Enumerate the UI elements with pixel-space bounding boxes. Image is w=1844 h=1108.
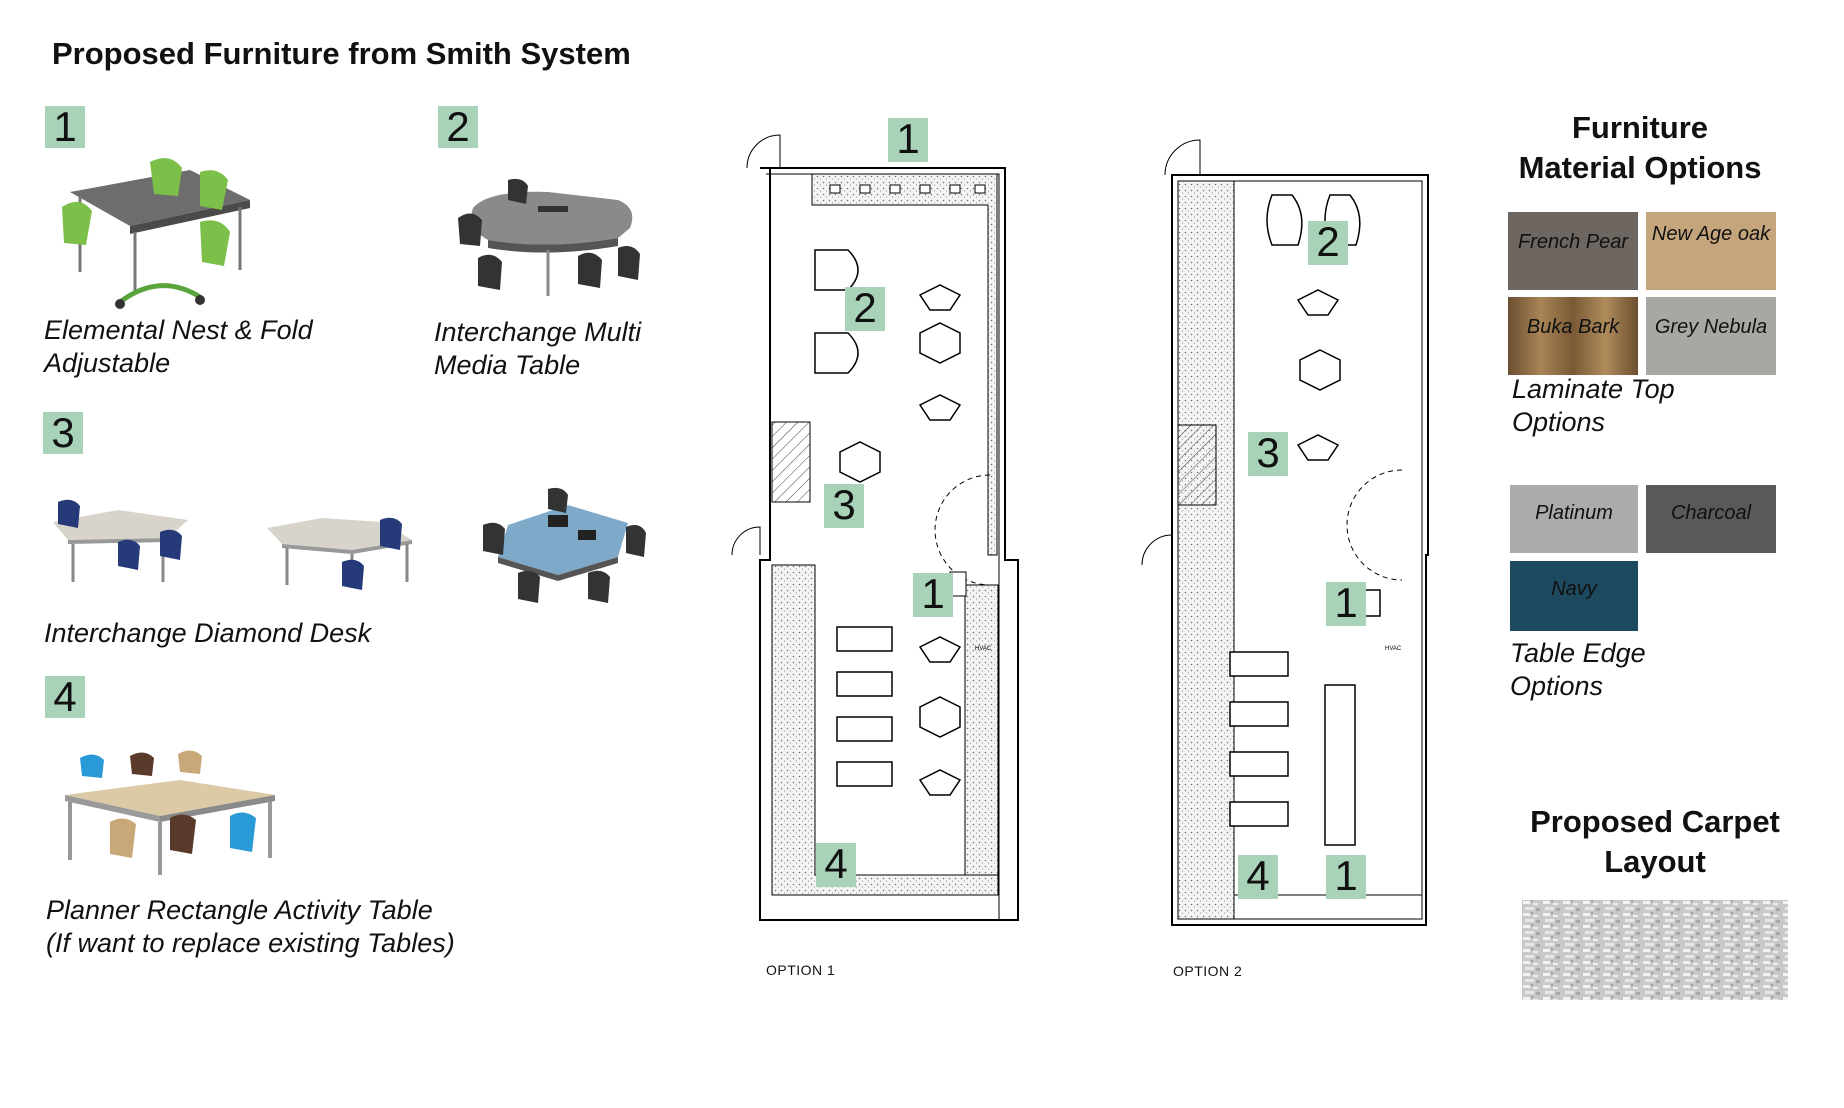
laminate-caption: Laminate Top — [1512, 374, 1675, 404]
item-2-name-2: Media Table — [434, 350, 581, 380]
plan2-marker-1-door: 1 — [1326, 582, 1366, 626]
option-2-label: OPTION 2 — [1173, 963, 1243, 979]
item-3-name: Interchange Diamond Desk — [44, 618, 372, 648]
item-1-name: Elemental Nest & Fold — [44, 315, 313, 345]
plan1-marker-2: 2 — [845, 287, 885, 331]
carpet-title-2: Layout — [1604, 844, 1706, 879]
diamond-desk-row-image — [267, 517, 412, 590]
activity-table-image — [65, 750, 275, 875]
plan1-marker-1-door: 1 — [913, 573, 953, 617]
plan2-marker-4: 4 — [1238, 855, 1278, 899]
item-4-name: Planner Rectangle Activity Table — [46, 895, 433, 925]
page-title: Proposed Furniture from Smith System — [52, 36, 631, 71]
multi-media-table-image — [458, 178, 640, 296]
item-2-name: Interchange Multi — [434, 317, 642, 347]
nest-fold-table-image — [62, 158, 250, 309]
item-1-badge: 1 — [45, 106, 85, 148]
diamond-desk-pair-image — [53, 499, 188, 582]
edge-caption: Table Edge — [1510, 638, 1646, 668]
carpet-sample-image — [1522, 900, 1788, 1000]
plan1-marker-1-top: 1 — [888, 118, 928, 162]
plan1-marker-3: 3 — [824, 484, 864, 528]
item-2-badge: 2 — [438, 106, 478, 148]
swatch-navy: Navy — [1510, 561, 1638, 631]
floor-plan-option-1: HVAC — [731, 134, 1019, 921]
diamond-desk-cluster-image — [483, 487, 646, 603]
swatch-french-pear: French Pear — [1508, 212, 1638, 290]
floor-plan-option-2: HVAC — [1141, 139, 1429, 926]
plan2-marker-2: 2 — [1308, 221, 1348, 265]
hvac-note-1: HVAC — [975, 646, 992, 652]
plan2-marker-3: 3 — [1248, 432, 1288, 476]
swatch-platinum: Platinum — [1510, 485, 1638, 553]
item-3-badge: 3 — [43, 412, 83, 454]
plan2-marker-1-bottom: 1 — [1326, 855, 1366, 899]
material-title-2: Material Options — [1518, 150, 1762, 185]
laminate-caption-2: Options — [1512, 407, 1606, 437]
swatch-charcoal: Charcoal — [1646, 485, 1776, 553]
item-4-name-2: (If want to replace existing Tables) — [46, 928, 455, 958]
option-1-label: OPTION 1 — [766, 962, 836, 978]
swatch-grey-nebula: Grey Nebula — [1646, 297, 1776, 375]
carpet-title: Proposed Carpet — [1530, 804, 1780, 839]
item-1-name-2: Adjustable — [44, 348, 171, 378]
plan1-marker-4: 4 — [816, 843, 856, 887]
material-title: Furniture — [1571, 110, 1709, 145]
edge-caption-2: Options — [1510, 671, 1604, 701]
item-4-badge: 4 — [45, 676, 85, 718]
hvac-note-2: HVAC — [1385, 646, 1402, 652]
swatch-new-age-oak: New Age oak — [1646, 212, 1776, 290]
swatch-buka-bark: Buka Bark — [1508, 297, 1638, 375]
